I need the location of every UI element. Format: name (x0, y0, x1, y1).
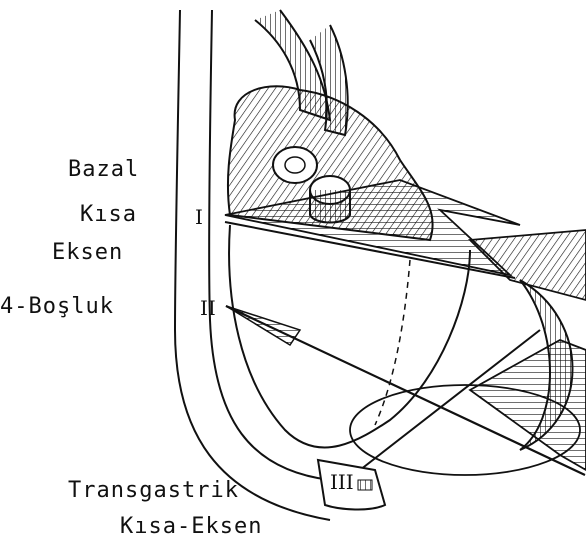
marker-plane-I: I (195, 205, 203, 229)
label-transgastrik: Transgastrik (68, 478, 239, 503)
label-kisa: Kısa (80, 202, 137, 227)
label-4-bosluk: 4-Boşluk (0, 294, 114, 319)
probe-transducer (358, 480, 372, 490)
valve-ring-1 (273, 147, 317, 183)
label-bazal: Bazal (68, 157, 139, 182)
marker-plane-III: III (330, 470, 354, 494)
label-eksen: Eksen (52, 240, 123, 265)
marker-plane-II: II (200, 296, 216, 320)
label-kisa-eksen: Kısa-Eksen (120, 514, 262, 539)
